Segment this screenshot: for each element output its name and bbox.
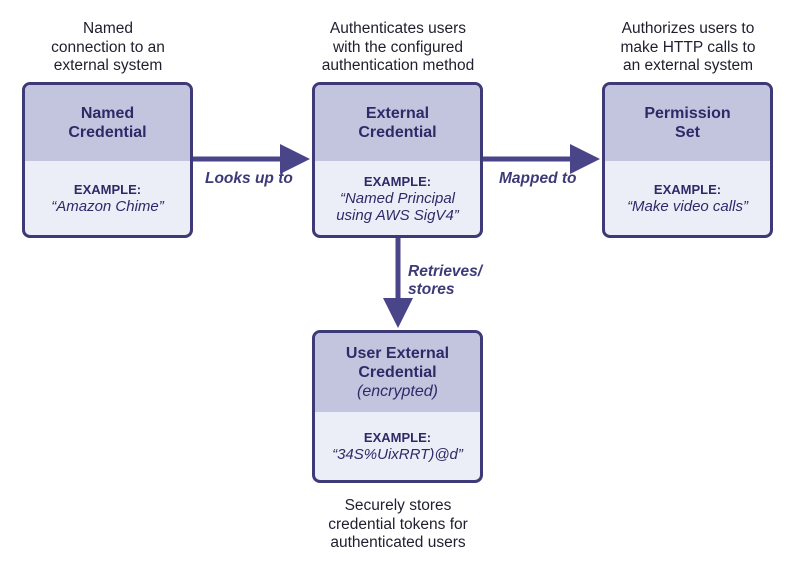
edge-label-looks-up-to: Looks up to (205, 170, 293, 187)
permission-set-example-value: “Make video calls” (627, 198, 748, 215)
external-credential-node: External Credential EXAMPLE: “Named Prin… (312, 82, 483, 238)
named-credential-body: EXAMPLE: “Amazon Chime” (25, 161, 190, 235)
external-credential-title: External Credential (358, 105, 437, 141)
permission-set-title: Permission Set (644, 105, 731, 141)
external-credential-caption: Authenticates users with the configured … (321, 20, 475, 74)
user-external-credential-header: User External Credential (encrypted) (315, 333, 480, 412)
edge-label-retrieves-stores: Retrieves/ stores (408, 263, 483, 298)
named-credential-title: Named Credential (68, 105, 147, 141)
permission-set-example-label: EXAMPLE: (653, 182, 722, 197)
external-credential-example-value: “Named Principal using AWS SigV4” (336, 189, 459, 224)
named-credential-example-label: EXAMPLE: (73, 182, 142, 197)
external-credential-example-label: EXAMPLE: (363, 173, 432, 189)
user-external-credential-example-label: EXAMPLE: (363, 430, 432, 445)
permission-set-header: Permission Set (605, 85, 770, 161)
permission-set-body: EXAMPLE: “Make video calls” (605, 161, 770, 235)
external-credential-header: External Credential (315, 85, 480, 161)
named-credential-example-value: “Amazon Chime” (51, 198, 164, 215)
named-credential-node: Named Credential EXAMPLE: “Amazon Chime” (22, 82, 193, 238)
external-credential-body: EXAMPLE: “Named Principal using AWS SigV… (315, 161, 480, 235)
permission-set-node: Permission Set EXAMPLE: “Make video call… (602, 82, 773, 238)
user-external-credential-caption: Securely stores credential tokens for au… (328, 497, 468, 551)
user-external-credential-node: User External Credential (encrypted) EXA… (312, 330, 483, 483)
user-external-credential-example-value: “34S%UixRRT)@d” (332, 446, 463, 463)
user-external-credential-subtitle: (encrypted) (357, 383, 438, 400)
named-credential-caption: Named connection to an external system (51, 20, 165, 74)
user-external-credential-title: User External Credential (345, 345, 450, 381)
user-external-credential-body: EXAMPLE: “34S%UixRRT)@d” (315, 412, 480, 480)
permission-set-caption: Authorizes users to make HTTP calls to a… (620, 20, 756, 74)
named-credential-header: Named Credential (25, 85, 190, 161)
edge-label-mapped-to: Mapped to (499, 170, 577, 187)
